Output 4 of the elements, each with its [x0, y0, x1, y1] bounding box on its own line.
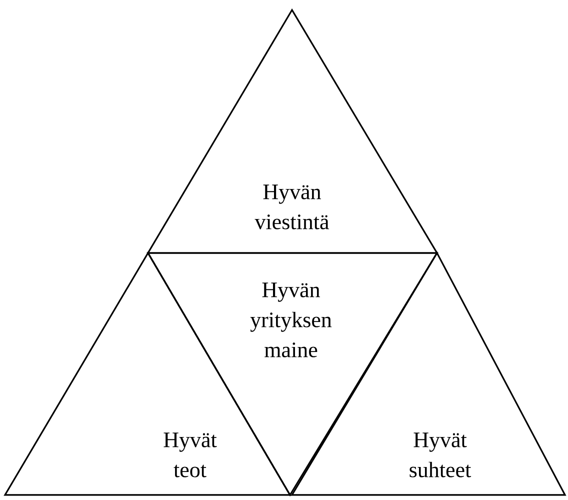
triangle-label: Hyvän viestintä	[254, 184, 329, 230]
triangle-label: Hyvän yrityksen maine	[250, 282, 332, 358]
triangle-label: Hyvät suhteet	[410, 432, 472, 478]
triangle-label: Hyvät teot	[164, 432, 217, 478]
